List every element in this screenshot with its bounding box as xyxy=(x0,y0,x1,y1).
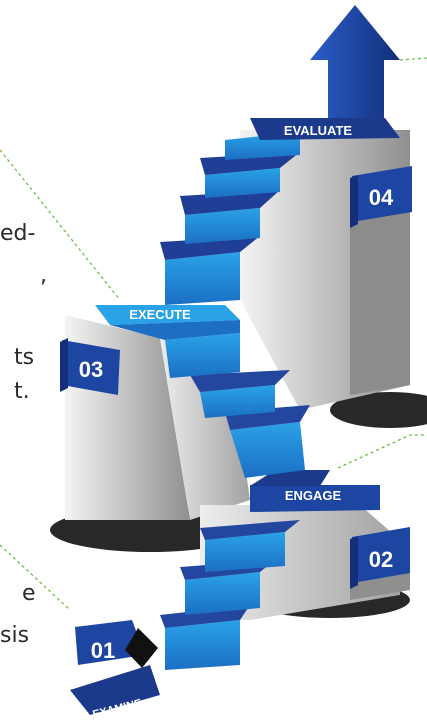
text-fragment-3: ts xyxy=(14,345,34,370)
grey-walls xyxy=(65,130,410,620)
side-text-fragments: ed- , ts t. e sis xyxy=(0,221,47,648)
up-arrow-icon xyxy=(310,5,400,118)
step-number-03: 03 xyxy=(79,357,103,382)
stair-steps xyxy=(70,118,400,715)
badge-04: 04 xyxy=(350,166,412,228)
badge-03: 03 xyxy=(60,338,120,395)
text-fragment-1: ed- xyxy=(0,221,35,246)
badge-01: 01 xyxy=(75,620,158,668)
text-fragment-5: e xyxy=(22,581,36,606)
text-fragment-2: , xyxy=(40,263,47,288)
step-number-04: 04 xyxy=(369,185,394,210)
label-engage: ENGAGE xyxy=(285,488,342,503)
text-fragment-6: sis xyxy=(0,623,29,648)
label-execute: EXECUTE xyxy=(129,307,191,322)
step-number-02: 02 xyxy=(369,547,393,572)
label-evaluate: EVALUATE xyxy=(284,123,352,138)
badge-02: 02 xyxy=(350,527,410,589)
text-fragment-4: t. xyxy=(14,379,30,404)
step-number-01: 01 xyxy=(91,638,115,663)
connector-lines xyxy=(0,57,427,611)
